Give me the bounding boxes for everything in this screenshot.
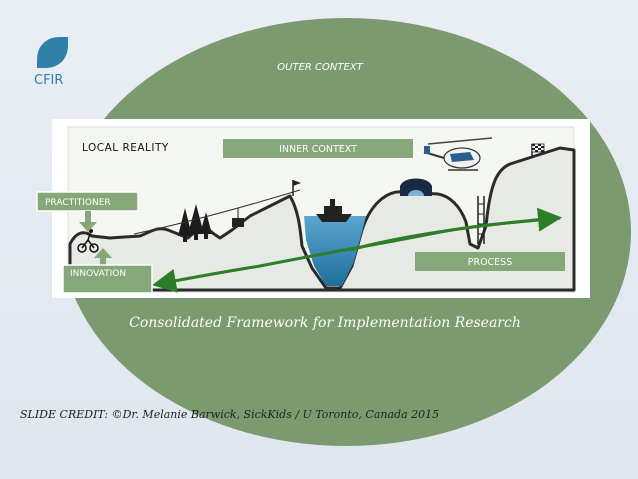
up-arrow-icon [94,248,112,266]
leaf-icon [37,37,68,68]
logo-label: CFIR [34,73,63,88]
tree-group [178,204,212,242]
ship-icon [316,199,352,222]
pine-tree-icon [188,204,204,240]
cyclist-icon [77,229,99,253]
outer-context-label: OUTER CONTEXT [277,62,363,73]
down-arrow-icon [79,211,97,232]
process-arrow-forward [349,207,562,252]
process-label: PROCESS [468,257,513,268]
innovation-box [62,264,153,294]
bridge-icon [400,178,432,196]
inner-context-label: INNER CONTEXT [279,144,357,155]
gondola [133,189,301,235]
flag-icon [292,180,301,196]
framework-title: Consolidated Framework for Implementatio… [129,315,521,331]
checkered-flag-icon [531,143,545,158]
innovation-label: INNOVATION [70,269,126,279]
gondola-icon [232,208,244,227]
pine-tree-icon [200,212,212,239]
inner-context-box [223,139,413,158]
cfir-logo: CFIR [34,37,68,88]
slide-credit: SLIDE CREDIT: ©Dr. Melanie Barwick, Sick… [20,408,439,421]
process-box [415,252,565,271]
helicopter-icon [423,137,493,171]
local-reality-label: LOCAL REALITY [82,142,169,154]
practitioner-label: PRACTITIONER [45,198,111,208]
ladder [477,196,485,244]
